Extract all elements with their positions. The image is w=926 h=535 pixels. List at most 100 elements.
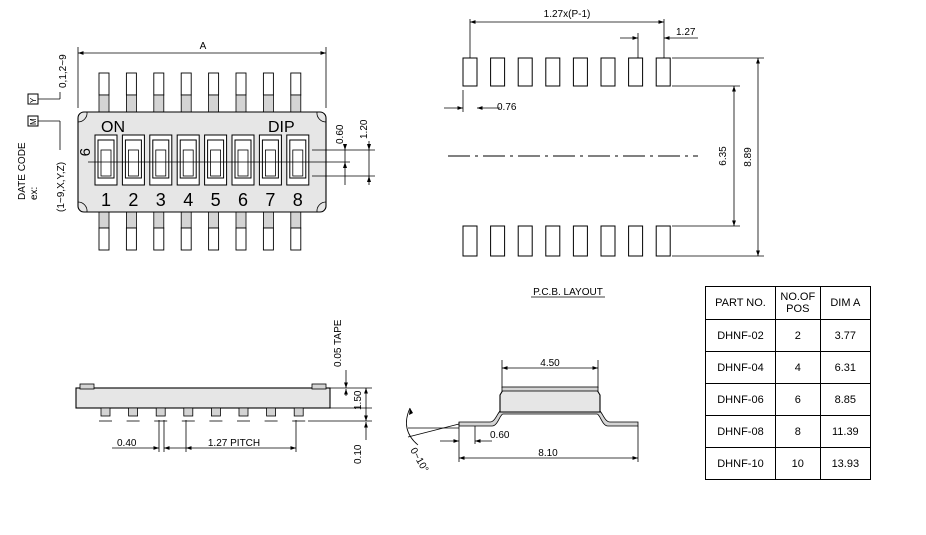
angle-arrow bbox=[409, 408, 413, 415]
side-body bbox=[75, 387, 331, 409]
corner-notch bbox=[316, 111, 327, 123]
lower-pin bbox=[125, 227, 137, 251]
dim-height-label: 1.50 bbox=[353, 390, 364, 410]
cell-part: DHNF-06 bbox=[705, 383, 776, 416]
pcb-pad-top bbox=[517, 57, 533, 87]
pcb-pad-top bbox=[655, 57, 671, 87]
on-label: ON bbox=[101, 119, 125, 136]
dim-tape-label: 0.05 TAPE bbox=[333, 319, 344, 367]
switch-windows bbox=[94, 134, 310, 186]
pcb-pad-top bbox=[490, 57, 506, 87]
switch-digit: 5 bbox=[211, 190, 221, 210]
upper-pin bbox=[125, 72, 137, 96]
corner-notch bbox=[77, 201, 88, 213]
code-y-box bbox=[27, 93, 39, 105]
table-row: DHNF-02 2 3.77 bbox=[705, 319, 872, 352]
upper-pin-base bbox=[235, 94, 247, 113]
pcb-pad-bottom bbox=[628, 225, 644, 257]
header-part-no: PART NO. bbox=[705, 286, 776, 320]
cell-dim: 8.85 bbox=[819, 383, 872, 416]
code-y-label: Y bbox=[29, 97, 38, 103]
upper-pin-base bbox=[98, 94, 110, 113]
table-row: DHNF-08 8 11.39 bbox=[705, 415, 872, 448]
switch-digit: 1 bbox=[101, 190, 111, 210]
side-lead bbox=[155, 407, 166, 417]
side-lead bbox=[266, 407, 277, 417]
lower-pin-base bbox=[262, 211, 274, 229]
upper-pin bbox=[262, 72, 274, 96]
switch-digit: 2 bbox=[128, 190, 138, 210]
upper-pins bbox=[98, 72, 302, 113]
pcb-pad-bottom bbox=[462, 225, 478, 257]
lower-pin-base bbox=[208, 211, 220, 229]
lower-pin-base bbox=[98, 211, 110, 229]
dim-outer-label: 8.89 bbox=[743, 147, 754, 167]
switch-actuator bbox=[292, 149, 304, 177]
switch-actuator bbox=[237, 149, 249, 177]
dip-label: DIP bbox=[268, 119, 295, 136]
pcb-pad-top bbox=[462, 57, 478, 87]
table-row: DHNF-10 10 13.93 bbox=[705, 447, 872, 480]
lower-pin bbox=[290, 227, 302, 251]
dim-lead-pitch-label: 1.27 PITCH bbox=[208, 438, 260, 449]
lower-pin bbox=[180, 227, 192, 251]
switch-digit: 6 bbox=[238, 190, 248, 210]
upper-pin bbox=[290, 72, 302, 96]
switch-digit: 3 bbox=[156, 190, 166, 210]
side-lead bbox=[183, 407, 194, 417]
dim-arrow bbox=[343, 144, 347, 168]
dim-lead-label: 0.40 bbox=[117, 438, 137, 449]
switch-actuator bbox=[264, 149, 276, 177]
pcb-pad-bottom bbox=[655, 225, 671, 257]
date-code-title: DATE CODE bbox=[17, 142, 28, 200]
table-row: DHNF-06 6 8.85 bbox=[705, 383, 872, 416]
side-view: 0.05 TAPE 1.50 0.10 0.40 1.27 PITCH bbox=[75, 319, 372, 464]
pcb-layout-view: 1.27x(P-1) 1.27 0.76 6.35 8.89 P.C.B. LA… bbox=[444, 9, 764, 298]
pcb-pad-bottom bbox=[517, 225, 533, 257]
header-no-of-pos-line2: POS bbox=[786, 303, 810, 315]
date-code-range: (1~9,X,Y,Z) bbox=[56, 162, 67, 212]
upper-pin bbox=[208, 72, 220, 96]
pcb-pad-bottom bbox=[490, 225, 506, 257]
pcb-pad-top bbox=[600, 57, 616, 87]
dim-standoff-label: 0.10 bbox=[353, 444, 364, 464]
lower-pin bbox=[98, 227, 110, 251]
dim-foot-label: 0.60 bbox=[490, 430, 510, 441]
upper-pin-base bbox=[208, 94, 220, 113]
header-no-of-pos: NO.OF POS bbox=[774, 286, 821, 320]
header-no-of-pos-line1: NO.OF bbox=[780, 291, 816, 303]
side-leads bbox=[99, 407, 306, 422]
lower-pin-base bbox=[180, 211, 192, 229]
lower-pin bbox=[235, 227, 247, 251]
cell-pos: 10 bbox=[774, 447, 821, 480]
lower-pin-base bbox=[126, 211, 137, 229]
dim-body-label: 4.50 bbox=[540, 358, 560, 369]
cell-part: DHNF-10 bbox=[705, 447, 776, 480]
lower-pin-base bbox=[153, 211, 165, 229]
cell-pos: 4 bbox=[774, 351, 821, 384]
lower-pin-base bbox=[290, 211, 302, 229]
pcb-pads-bottom bbox=[462, 225, 671, 257]
switch-digit: 4 bbox=[183, 190, 193, 210]
parts-table: PART NO. NO.OF POS DIM A DHNF-02 2 3.77 … bbox=[705, 286, 872, 480]
pcb-pad-bottom bbox=[545, 225, 561, 257]
upper-pin bbox=[180, 72, 192, 96]
lower-pin bbox=[208, 227, 220, 251]
upper-pin bbox=[98, 72, 110, 96]
side-lead bbox=[100, 407, 111, 417]
dim-pitch-total-label: 1.27x(P-1) bbox=[544, 9, 591, 20]
pcb-pad-bottom bbox=[600, 225, 616, 257]
date-code-example: ex: bbox=[29, 187, 40, 200]
dim-120-label: 1.20 bbox=[359, 119, 370, 139]
side-lead bbox=[238, 407, 249, 417]
dim-060-label: 0.60 bbox=[335, 124, 346, 144]
dim-angle-label: 0~10° bbox=[407, 446, 430, 474]
angle-arc bbox=[406, 407, 419, 446]
pcb-pad-top bbox=[628, 57, 644, 87]
lower-pin bbox=[153, 227, 165, 251]
upper-pin-base bbox=[126, 94, 137, 113]
code-m-box bbox=[27, 115, 39, 127]
lower-pin-base bbox=[235, 211, 247, 229]
table-row: DHNF-04 4 6.31 bbox=[705, 351, 872, 384]
